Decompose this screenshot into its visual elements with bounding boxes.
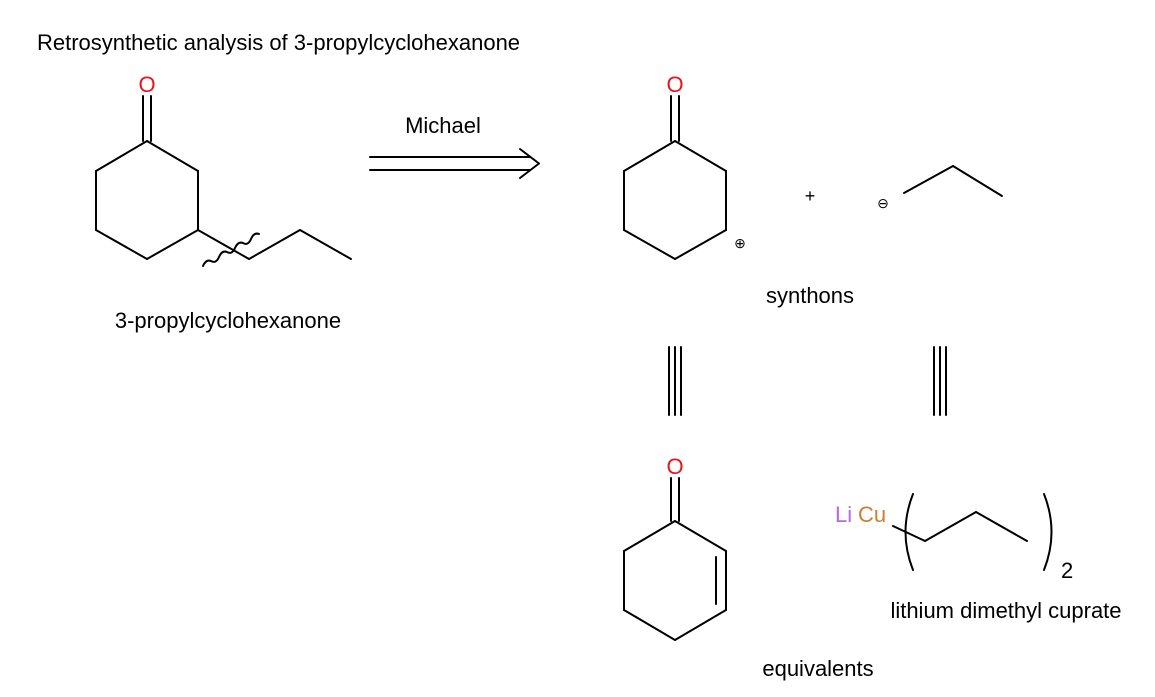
synthon-anion: ⊖ bbox=[877, 165, 1003, 211]
reagent-name-label: lithium dimethyl cuprate bbox=[890, 598, 1121, 623]
arrow-label: Michael bbox=[405, 113, 481, 138]
equivalent-cuprate: Li Cu 2 bbox=[835, 493, 1073, 583]
equivalence-symbol-right bbox=[933, 346, 947, 416]
plus-sign: + bbox=[805, 186, 816, 206]
anion-charge-icon: ⊖ bbox=[877, 195, 889, 211]
scheme-title: Retrosynthetic analysis of 3-propylcyclo… bbox=[37, 30, 520, 55]
target-molecule: O bbox=[95, 72, 352, 267]
enone-ring bbox=[623, 520, 727, 641]
target-oxygen-atom: O bbox=[138, 72, 155, 97]
equivalence-symbol-left bbox=[668, 346, 682, 416]
copper-atom: Cu bbox=[858, 502, 886, 527]
synthon-ring bbox=[623, 140, 727, 260]
disconnection-wavy-line bbox=[202, 232, 260, 267]
lithium-atom: Li bbox=[835, 502, 852, 527]
synthon-oxygen-atom: O bbox=[666, 72, 683, 97]
synthon-cation: O ⊕ bbox=[623, 72, 746, 260]
enone-carbonyl-bond bbox=[670, 477, 680, 522]
equivalents-label: equivalents bbox=[762, 656, 873, 681]
synthon-carbonyl-bond bbox=[670, 95, 680, 142]
cation-charge-icon: ⊕ bbox=[734, 235, 746, 251]
left-parenthesis bbox=[904, 493, 914, 571]
retrosynthetic-arrow bbox=[369, 148, 540, 179]
target-ring bbox=[95, 140, 199, 260]
target-name-label: 3-propylcyclohexanone bbox=[115, 308, 341, 333]
equivalent-enone: O bbox=[623, 454, 727, 641]
enone-oxygen-atom: O bbox=[666, 454, 683, 479]
target-carbonyl-bond bbox=[142, 95, 152, 142]
cuprate-subscript: 2 bbox=[1061, 558, 1073, 583]
target-propyl-chain bbox=[197, 229, 352, 260]
right-parenthesis bbox=[1043, 493, 1053, 571]
synthons-label: synthons bbox=[766, 283, 854, 308]
